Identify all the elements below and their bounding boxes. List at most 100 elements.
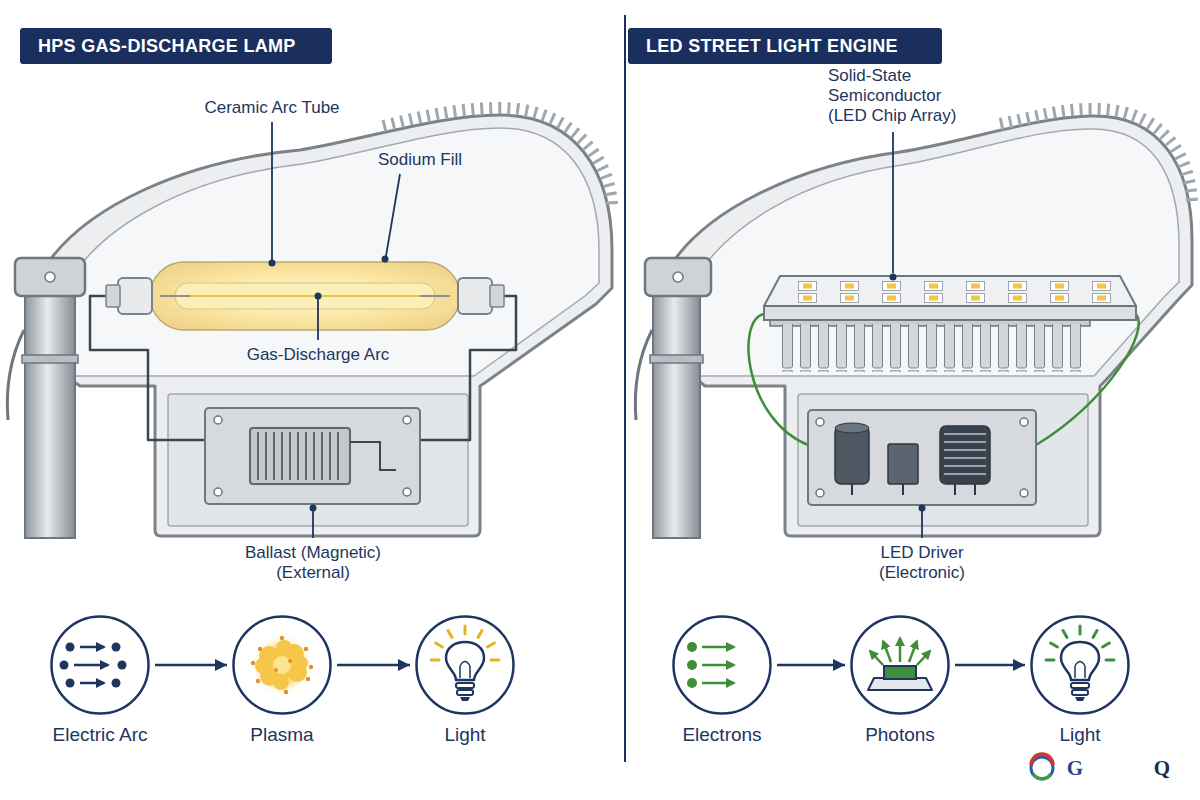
flow-arrow — [337, 664, 410, 667]
part-label: Gas-Discharge Arc — [247, 345, 390, 365]
electric-arc-icon — [118, 661, 127, 670]
hps-luminaire — [382, 256, 389, 263]
electrons-icon — [687, 678, 697, 688]
photons-icon — [899, 638, 902, 662]
circle-outline — [417, 617, 514, 714]
hps-luminaire — [317, 298, 319, 340]
photons-icon — [870, 651, 883, 665]
part-label: Solid-State Semiconductor (LED Chip Arra… — [828, 66, 978, 126]
plasma-icon — [250, 633, 314, 697]
hps-luminaire — [205, 408, 420, 504]
panel-title: HPS GAS-DISCHARGE LAMP — [38, 36, 314, 56]
plasma-icon — [280, 636, 284, 640]
plasma-icon — [306, 677, 310, 681]
process-circle: Photons — [850, 615, 950, 715]
led-luminaire — [798, 281, 1134, 305]
hps-luminaire — [269, 260, 276, 267]
led-luminaire — [764, 276, 1136, 306]
led-luminaire — [919, 505, 926, 512]
hps-luminaire — [310, 505, 317, 512]
led-luminaire — [852, 484, 975, 495]
led-luminaire — [798, 394, 1088, 526]
electrons-icon — [702, 646, 734, 649]
electrons-icon — [687, 660, 697, 670]
led-luminaire — [816, 489, 824, 497]
hps-luminaire — [490, 285, 504, 307]
photons-icon — [909, 641, 917, 662]
plasma-icon — [250, 633, 314, 697]
step-caption-group: Electrons — [682, 724, 761, 746]
electric-arc-icon — [74, 664, 108, 667]
hps-luminaire — [45, 272, 55, 282]
hps-luminaire — [312, 508, 314, 538]
led-luminaire — [1020, 489, 1028, 497]
led-luminaire — [835, 426, 869, 484]
circle-outline — [674, 617, 771, 714]
led-luminaire — [944, 434, 986, 474]
hps-luminaire — [22, 355, 78, 363]
hps-luminaire — [58, 128, 599, 376]
led-luminaire — [835, 423, 869, 433]
logo-mark — [1033, 774, 1051, 779]
logo-mark — [1031, 754, 1053, 765]
led-luminaire — [808, 410, 1036, 505]
light-bulb-icon — [1061, 642, 1099, 701]
panel-title-tab: LED STREET LIGHT ENGINE — [628, 28, 942, 64]
plasma-icon — [273, 674, 289, 690]
step-caption: Electric Arc — [52, 724, 147, 746]
hps-luminaire — [214, 488, 222, 496]
light-bulb-icon — [1046, 626, 1114, 701]
hps-luminaire — [214, 416, 222, 424]
hps-luminaire — [250, 428, 350, 484]
photons-icon — [917, 651, 930, 665]
plasma-icon — [309, 665, 313, 669]
hps-luminaire — [386, 174, 400, 256]
hps-luminaire — [315, 293, 322, 300]
circle-outline — [415, 615, 515, 715]
logo-letter: Q — [1154, 757, 1170, 779]
flow-arrow — [777, 664, 845, 667]
led-luminaire — [673, 272, 683, 282]
hps-luminaire — [106, 285, 120, 307]
process-circle: Plasma — [232, 615, 332, 715]
part-label: LED Driver (Electronic) — [867, 543, 977, 583]
plasma-icon — [273, 656, 291, 674]
electrons-icon — [702, 664, 734, 667]
electric-arc-icon — [60, 643, 127, 688]
plasma-icon — [284, 690, 288, 694]
electric-arc-icon — [80, 682, 104, 685]
hps-luminaire — [175, 283, 435, 309]
led-luminaire — [888, 444, 918, 484]
led-luminaire — [890, 274, 897, 281]
hps-luminaire — [7, 330, 24, 420]
panel-title-tab: HPS GAS-DISCHARGE LAMP — [20, 28, 332, 64]
circle-outline — [50, 615, 150, 715]
led-luminaire — [650, 355, 703, 363]
logo-mark — [1031, 754, 1053, 779]
led-luminaire — [645, 258, 711, 296]
plasma-icon — [276, 640, 292, 656]
plasma-icon — [256, 679, 260, 683]
hps-luminaire — [15, 258, 85, 296]
led-luminaire — [764, 306, 1136, 320]
photons-icon — [868, 638, 932, 690]
step-caption-group: Light — [444, 724, 485, 746]
photons-icon — [870, 638, 930, 665]
plasma-icon — [288, 659, 292, 663]
plasma-icon — [251, 636, 313, 694]
step-caption-group: Plasma — [250, 724, 313, 746]
hps-luminaire — [271, 122, 273, 260]
led-luminaire — [1020, 418, 1028, 426]
logo-letter: G — [1067, 757, 1083, 779]
hps-luminaire — [25, 290, 75, 538]
panel-title: LED STREET LIGHT ENGINE — [646, 36, 924, 56]
hps-luminaire — [350, 442, 396, 470]
flow-arrow — [955, 664, 1025, 667]
plasma-icon — [251, 661, 255, 665]
process-circle: Light — [1030, 615, 1130, 715]
flow-arrow — [155, 664, 227, 667]
led-luminaire — [940, 426, 990, 484]
hps-luminaire — [458, 278, 492, 314]
